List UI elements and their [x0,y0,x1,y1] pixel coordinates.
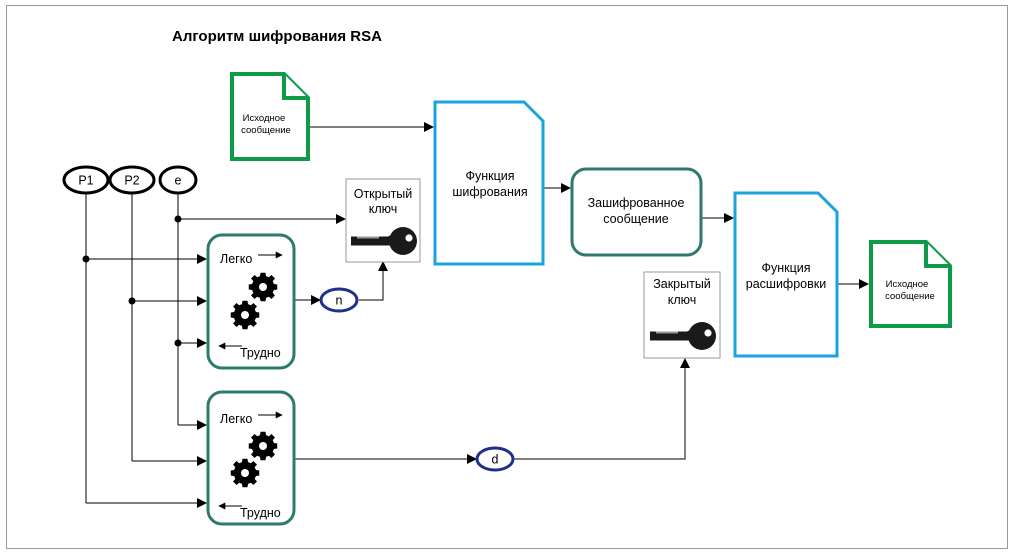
ciphertext-line2: сообщение [603,212,668,226]
encryption-function: Функция шифрования [433,100,545,266]
input-label-p2: P2 [124,174,139,188]
decryption-function-line1: Функция [761,261,810,275]
result-document-line1: Исходное [886,279,929,290]
private-key-line1: Закрытый [653,277,711,291]
ciphertext-line1: Зашифрованное [588,196,685,210]
node-d-label: d [492,453,499,467]
gear-icon [230,300,260,330]
ciphertext-node: Зашифрованное сообщение [570,167,703,257]
source-document: Исходное сообщение [230,72,310,161]
node-n: n [319,287,359,313]
encryption-function-line1: Функция [465,169,514,183]
process-n-easy-label: Легко [220,252,252,266]
diagram-title: Алгоритм шифрования RSA [172,28,382,45]
process-d: Легко Трудно [206,390,296,526]
public-key-line2: ключ [369,202,398,216]
result-document-line2: сообщение [885,291,935,302]
connectors [85,122,869,508]
private-key-box: Закрытый ключ [643,271,721,359]
input-label-p1: P1 [78,174,93,188]
input-node-p2: P2 [108,165,156,195]
gear-icon [248,431,278,461]
decryption-function: Функция расшифровки [733,191,839,358]
source-document-line1: Исходное [243,113,286,124]
encryption-function-line2: шифрования [452,185,527,199]
node-n-label: n [336,294,343,308]
private-key-line2: ключ [668,293,697,307]
result-document: Исходное сообщение [869,240,952,328]
gear-icon [230,458,260,488]
process-n: Легко Трудно [206,233,296,370]
public-key-line1: Открытый [354,187,413,201]
process-d-hard-label: Трудно [240,506,281,520]
decryption-function-line2: расшифровки [746,277,826,291]
input-node-e: e [158,165,198,195]
junction-dots [82,215,182,347]
source-document-line2: сообщение [241,125,291,136]
node-d: d [475,446,515,472]
input-node-p1: P1 [62,165,110,195]
process-d-easy-label: Легко [220,412,252,426]
process-n-hard-label: Трудно [240,346,281,360]
public-key-box: Открытый ключ [345,178,421,263]
gear-icon [248,272,278,302]
input-label-e: e [175,174,182,188]
